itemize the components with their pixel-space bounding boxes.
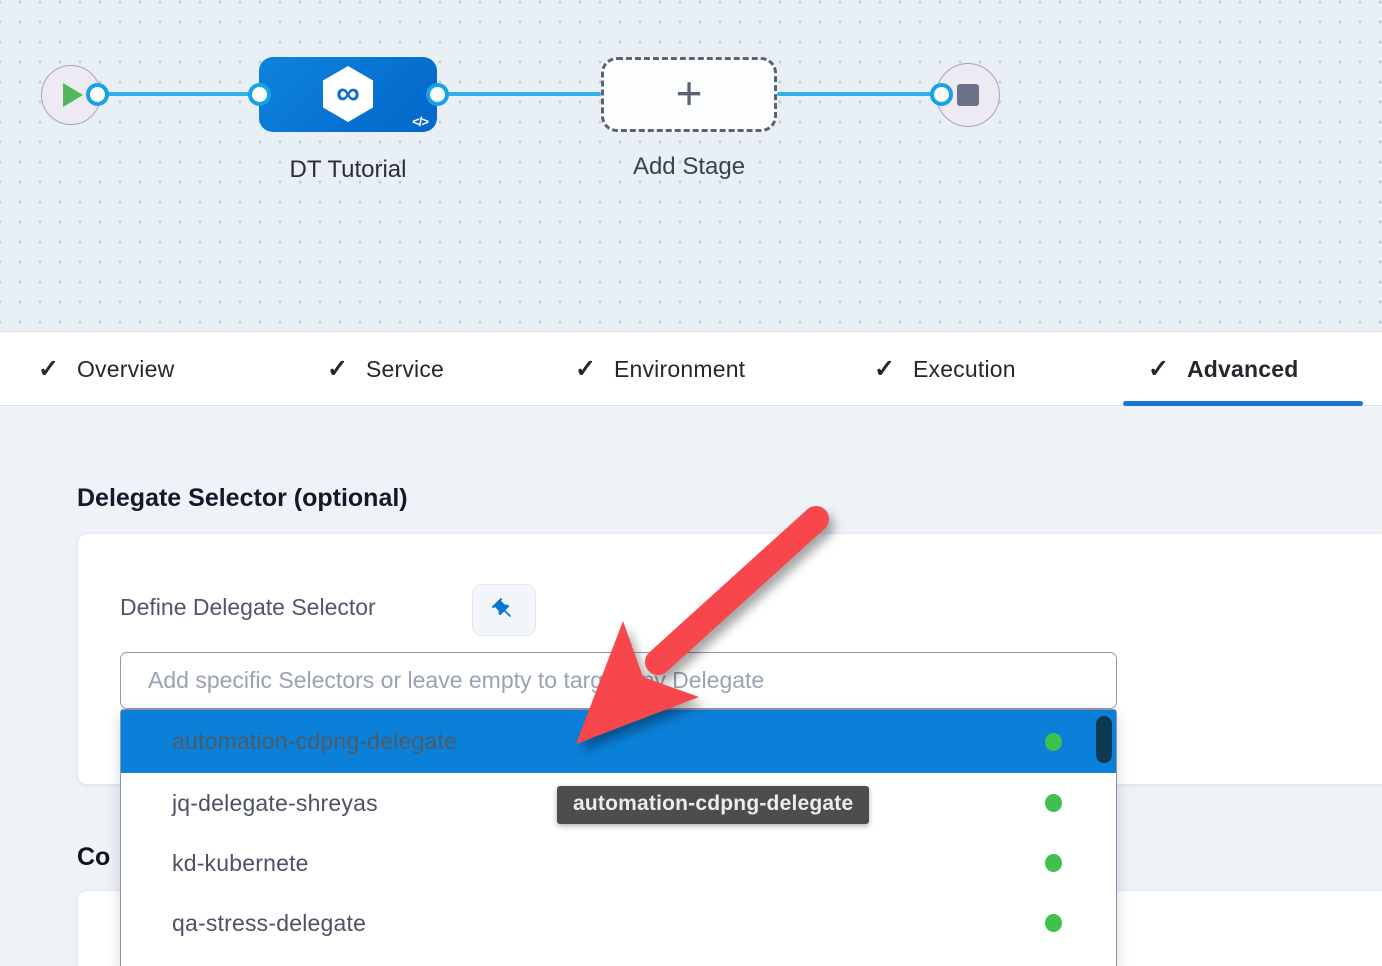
connector-port — [930, 83, 953, 106]
connector-port — [86, 83, 109, 106]
code-icon[interactable]: </> — [412, 114, 429, 129]
check-icon: ✓ — [874, 355, 895, 383]
dropdown-scrollbar-thumb[interactable] — [1096, 716, 1112, 763]
check-icon: ✓ — [38, 355, 59, 383]
active-tab-underline — [1123, 401, 1363, 406]
tab-service[interactable]: ✓ Service — [327, 355, 445, 383]
check-icon: ✓ — [1148, 355, 1169, 383]
plus-icon: + — [675, 66, 703, 119]
connector-port — [248, 83, 271, 106]
status-dot-green — [1045, 794, 1062, 812]
option-kd-kubernete[interactable]: kd-kubernete — [121, 833, 1116, 893]
pushpin-icon — [492, 598, 511, 617]
edge-addstage-to-end — [777, 92, 941, 96]
edge-stage-to-addstage — [437, 92, 601, 96]
truncated-section-heading: Co — [77, 843, 111, 871]
play-icon — [63, 83, 83, 107]
option-automation-cdpng-delegate[interactable]: automation-cdpng-delegate — [121, 710, 1116, 773]
status-dot-green — [1045, 854, 1062, 872]
tab-environment[interactable]: ✓ Environment — [575, 355, 746, 383]
tab-advanced[interactable]: ✓ Advanced — [1148, 355, 1299, 383]
pipeline-canvas[interactable]: ∞ </> DT Tutorial + Add Stage — [0, 0, 1382, 332]
delegate-selector-heading: Delegate Selector (optional) — [77, 484, 408, 512]
edge-start-to-stage — [95, 92, 259, 96]
tab-execution[interactable]: ✓ Execution — [874, 355, 1016, 383]
stage-node-label: DT Tutorial — [289, 156, 407, 183]
add-stage-label: Add Stage — [632, 153, 746, 180]
tab-overview[interactable]: ✓ Overview — [38, 355, 175, 383]
check-icon: ✓ — [575, 355, 596, 383]
add-stage-button[interactable]: + — [601, 57, 777, 132]
connector-port — [426, 83, 449, 106]
status-dot-green — [1045, 732, 1062, 751]
delegate-selector-input[interactable] — [120, 652, 1117, 709]
stop-square-icon — [957, 84, 979, 106]
delegate-tooltip: automation-cdpng-delegate — [557, 786, 870, 824]
option-jq-delegate-shreyas[interactable]: jq-delegate-shreyas — [121, 773, 1116, 833]
stage-node-dt-tutorial[interactable]: ∞ </> — [259, 57, 437, 132]
status-dot-green — [1045, 914, 1062, 932]
check-icon: ✓ — [327, 355, 348, 383]
harness-deploy-icon: ∞ — [323, 66, 373, 122]
delegate-options-dropdown: automation-cdpng-delegate jq-delegate-sh… — [120, 709, 1117, 966]
pin-toggle-button[interactable] — [472, 584, 536, 636]
stage-tabs-bar: ✓ Overview ✓ Service ✓ Environment ✓ Exe… — [0, 332, 1382, 406]
option-qa-stress-delegate[interactable]: qa-stress-delegate — [121, 893, 1116, 953]
define-delegate-selector-label: Define Delegate Selector — [120, 594, 376, 620]
